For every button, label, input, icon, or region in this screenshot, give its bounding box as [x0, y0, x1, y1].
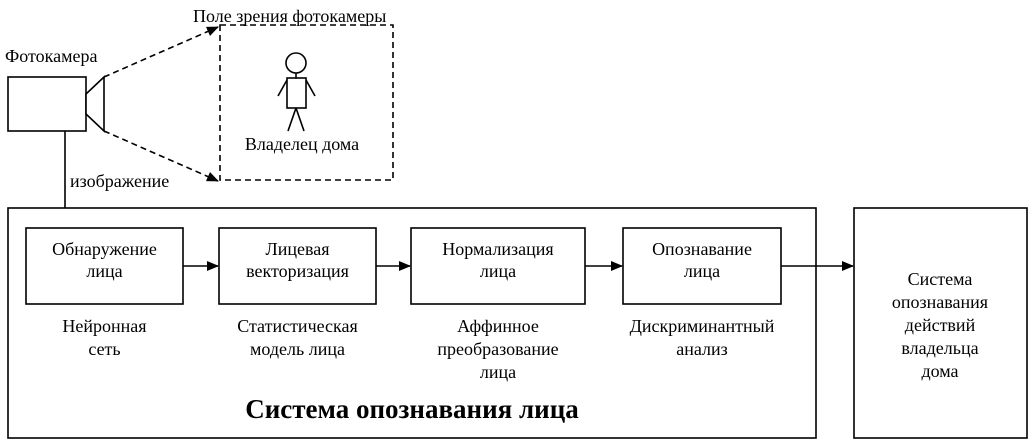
camera-lens [85, 75, 105, 133]
stage-name-4-line: Опознавание [652, 239, 752, 259]
stage-box-3 [410, 227, 586, 305]
stage-name-2-line: Лицевая [266, 239, 330, 259]
stage-method-3: Аффинное преобразование лица [437, 316, 558, 382]
camera-body [7, 76, 87, 132]
camera-label: Фотокамера [5, 46, 97, 66]
stage-method-1-line: Нейронная [62, 316, 146, 336]
stage-name-3-line: лица [480, 261, 516, 281]
subject-label: Владелец дома [245, 134, 359, 154]
stage-method-4: Дискриминантный анализ [630, 316, 775, 359]
stage-name-1-line: лица [86, 261, 122, 281]
person-arm-right [305, 79, 316, 97]
field-of-view-label: Поле зрения фотокамеры [193, 6, 386, 26]
stage-method-2: Статистическая модель лица [237, 316, 358, 359]
stage-method-4-line: Дискриминантный [630, 316, 775, 336]
stage-name-4-line: лица [684, 261, 720, 281]
stage-method-3-line: Аффинное [457, 316, 539, 336]
action-recognition-system-box [853, 207, 1028, 439]
person-head [285, 52, 307, 74]
action-label-line: дома [921, 361, 958, 381]
face-recognition-system-title: Система опознавания лица [245, 394, 579, 424]
stage-box-4 [622, 227, 782, 305]
action-recognition-system-label: Система опознавания действий владельца дома [892, 269, 988, 381]
person-arm-left [277, 79, 288, 97]
stage-method-1: Нейронная сеть [62, 316, 146, 359]
fov-ray-top [103, 26, 219, 78]
stage-method-2-line: модель лица [250, 339, 345, 359]
action-label-line: Система [908, 269, 973, 289]
stage-name-2-line: векторизация [246, 261, 349, 281]
camera-icon [7, 75, 105, 133]
action-label-line: владельца [901, 338, 978, 358]
stage-method-4-line: анализ [676, 339, 728, 359]
stage-method-3-line: лица [480, 362, 516, 382]
stage-method-1-line: сеть [88, 339, 120, 359]
fov-ray-bottom [103, 130, 219, 182]
person-icon [277, 52, 316, 132]
stage-name-3-line: Нормализация [442, 239, 553, 259]
stage-method-3-line: преобразование [437, 339, 558, 359]
image-label: изображение [70, 171, 169, 191]
stage-box-1 [25, 227, 184, 305]
person-leg-left [287, 107, 297, 132]
person-torso [286, 77, 307, 109]
stage-box-2 [218, 227, 377, 305]
stage-method-2-line: Статистическая [237, 316, 358, 336]
person-leg-right [295, 107, 305, 132]
action-label-line: опознавания [892, 292, 988, 312]
field-of-view-box [219, 24, 394, 181]
action-label-line: действий [905, 315, 976, 335]
stage-name-1-line: Обнаружение [52, 239, 157, 259]
